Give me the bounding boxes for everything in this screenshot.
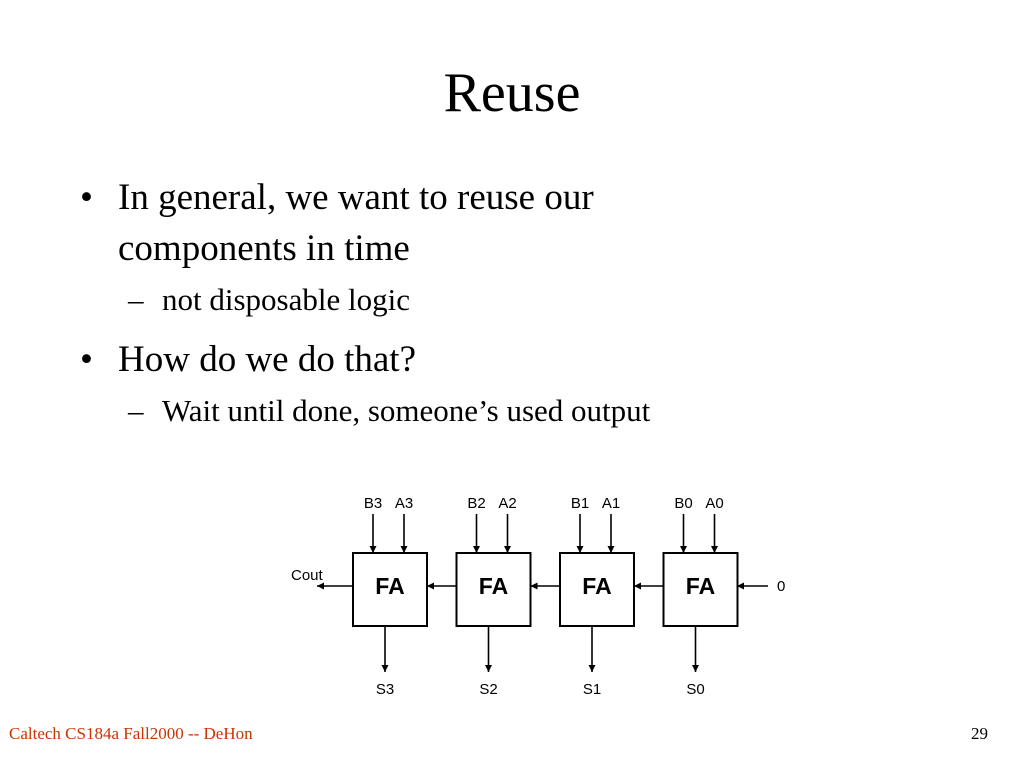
bullet-dot: •: [80, 177, 93, 218]
input-a-label: A3: [395, 495, 413, 512]
bullet-text-line-1: In general, we want to reuse our: [118, 177, 594, 218]
carry-out-label: Cout: [291, 567, 324, 584]
full-adder-box: [559, 552, 635, 627]
sub-bullet-text: Wait until done, someone’s used output: [162, 393, 651, 428]
full-adder-box: [352, 552, 428, 627]
input-b-label: B2: [467, 495, 485, 512]
full-adder-label: FA: [582, 573, 611, 599]
bullet-text-line-2: components in time: [118, 228, 410, 269]
sum-output-label: S3: [376, 681, 394, 698]
sub-bullet-item: – not disposable logic: [80, 280, 980, 320]
page-number: 29: [971, 724, 988, 743]
bullet-item: • In general, we want to reuse our compo…: [80, 172, 980, 274]
input-a-label: A1: [602, 495, 620, 512]
full-adder-box: [662, 552, 739, 627]
input-a-label: A0: [705, 495, 723, 512]
bullet-item: • How do we do that?: [80, 334, 980, 385]
sum-output-label: S1: [583, 681, 601, 698]
bullet-dot: •: [80, 339, 93, 380]
sub-bullet-dash: –: [128, 282, 144, 317]
input-a-label: A2: [498, 495, 516, 512]
input-b-label: B3: [364, 495, 382, 512]
slide-title: Reuse: [443, 62, 581, 124]
sum-output-label: S0: [686, 681, 704, 698]
sub-bullet-text: not disposable logic: [162, 282, 410, 317]
full-adder-label: FA: [479, 573, 508, 599]
sub-bullet-dash: –: [128, 393, 144, 428]
bullet-list: • In general, we want to reuse our compo…: [80, 172, 980, 431]
footer-course-label: Caltech CS184a Fall2000 -- DeHon: [9, 724, 253, 743]
bullet-text: How do we do that?: [118, 339, 416, 380]
carry-in-label: 0: [777, 578, 785, 595]
full-adder-label: FA: [686, 573, 715, 599]
full-adder-label: FA: [375, 573, 404, 599]
full-adder-box: [455, 552, 532, 627]
sum-output-label: S2: [479, 681, 497, 698]
sub-bullet-item: – Wait until done, someone’s used output: [80, 391, 980, 431]
input-b-label: B0: [674, 495, 692, 512]
input-b-label: B1: [571, 495, 589, 512]
